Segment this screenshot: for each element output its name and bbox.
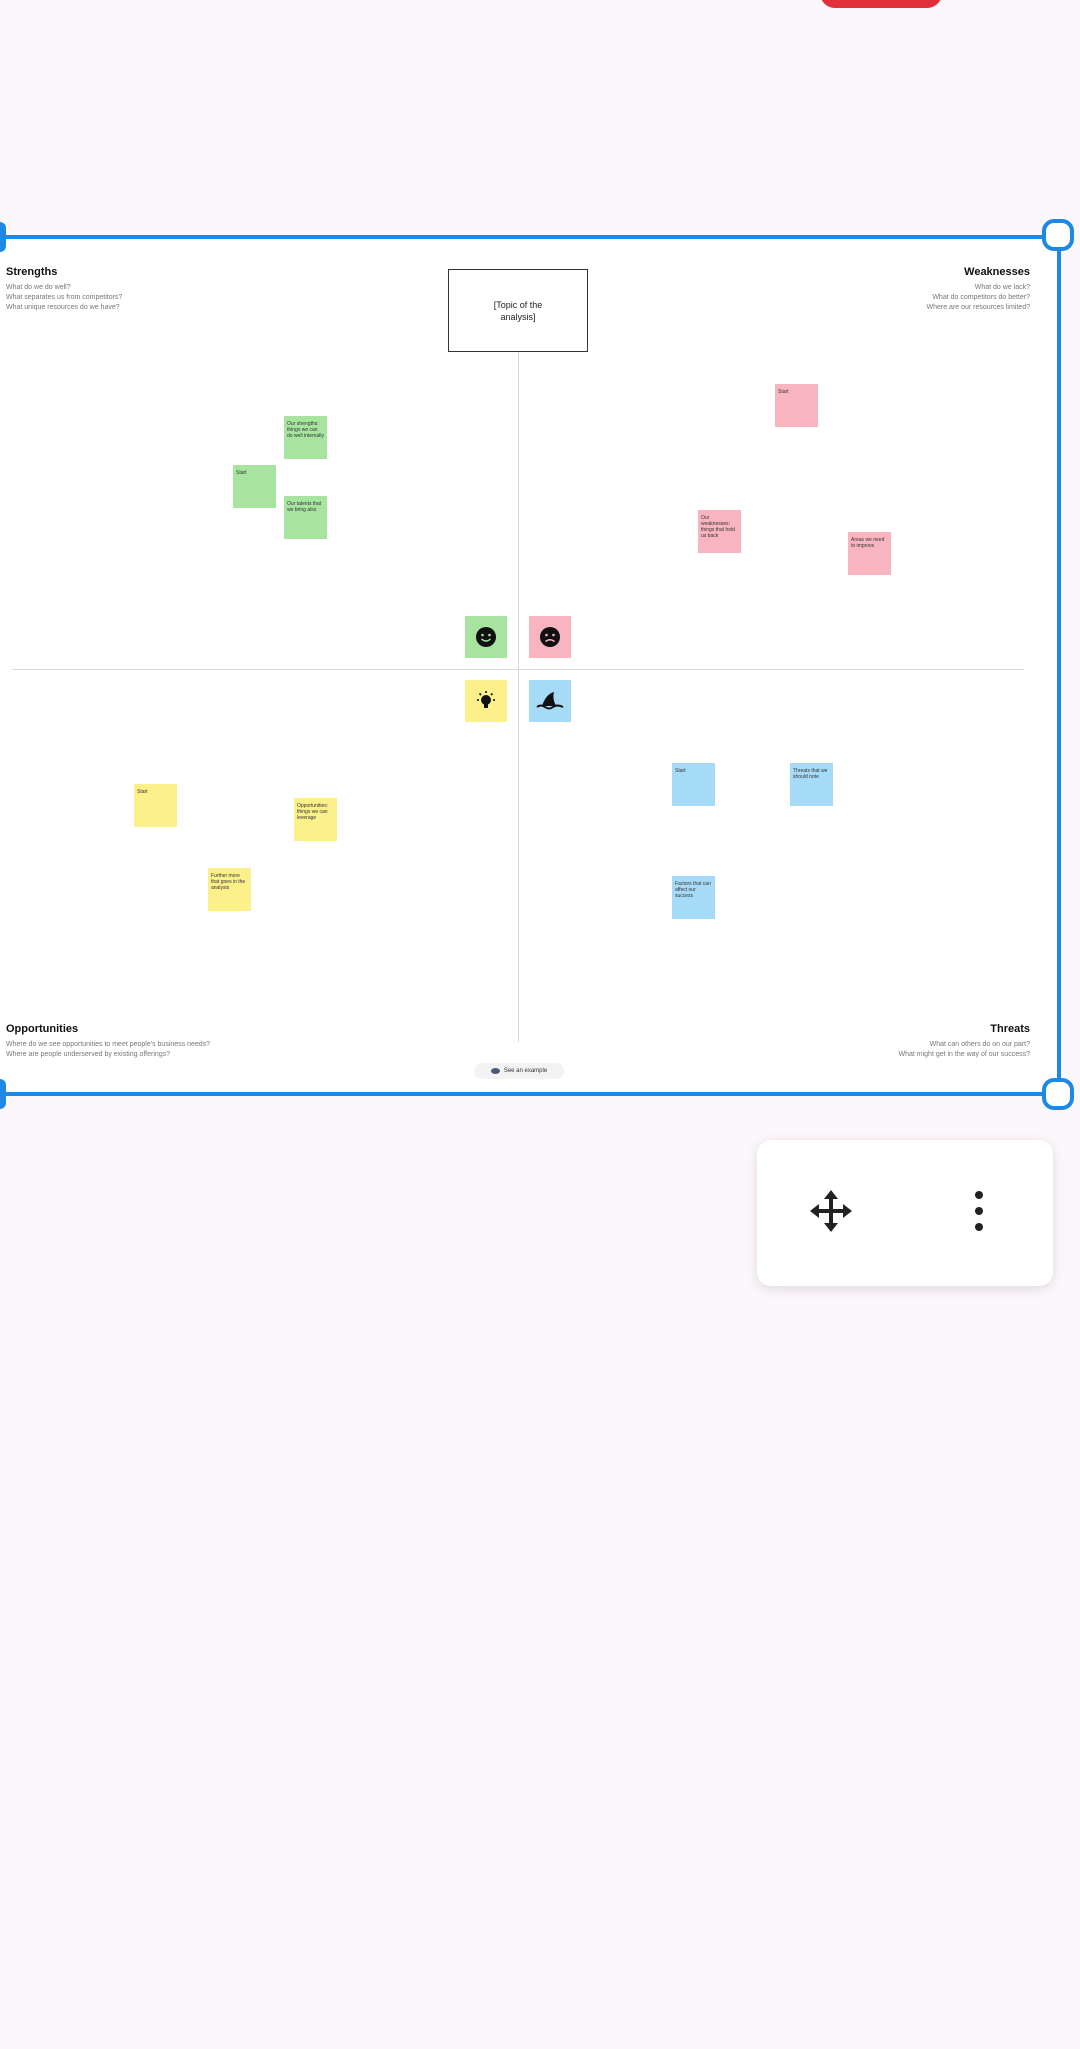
shark-fin-icon: [529, 680, 571, 722]
sticky-note-blue[interactable]: Start: [672, 763, 715, 806]
sticky-note-blue[interactable]: Threats that we should note: [790, 763, 833, 806]
vertical-axis: [518, 350, 519, 1042]
weaknesses-title: Weaknesses: [964, 266, 1030, 278]
sticky-note-pink[interactable]: Areas we need to improve: [848, 532, 891, 575]
selection-border-bottom: [0, 1092, 1059, 1096]
more-vertical-icon: [973, 1189, 985, 1238]
sticky-note-yellow[interactable]: Further more that goes in the analysis: [208, 868, 251, 911]
happy-face-icon: [465, 616, 507, 658]
strengths-subtitle: What do we do well? What separates us fr…: [6, 284, 123, 311]
strengths-title: Strengths: [6, 266, 58, 278]
threats-title: Threats: [990, 1023, 1030, 1035]
sticky-note-yellow[interactable]: Opportunities: things we can leverage: [294, 798, 337, 841]
sticky-note-green[interactable]: Our talents that we bring also: [284, 496, 327, 539]
sticky-note-pink[interactable]: Start: [775, 384, 818, 427]
sticky-note-blue[interactable]: Factors that can affect our success: [672, 876, 715, 919]
threats-subtitle: What can others do on our part? What mig…: [898, 1041, 1030, 1058]
resize-handle-bottom-right[interactable]: [1042, 1078, 1074, 1110]
selection-border-right: [1057, 237, 1061, 1095]
see-example-button[interactable]: See an example: [474, 1063, 564, 1079]
sad-face-icon: [529, 616, 571, 658]
resize-handle-top-left[interactable]: [0, 222, 6, 252]
opportunities-subtitle: Where do we see opportunities to meet pe…: [6, 1041, 211, 1058]
top-action-pill[interactable]: [820, 0, 942, 8]
sticky-note-green[interactable]: Start: [233, 465, 276, 508]
sticky-note-green[interactable]: Our strengths: things we can do well int…: [284, 416, 327, 459]
resize-handle-top-right[interactable]: [1042, 219, 1074, 251]
lightbulb-icon: [465, 680, 507, 722]
weaknesses-subtitle: What do we lack? What do competitors do …: [926, 284, 1031, 311]
swot-board[interactable]: [0, 237, 1059, 1095]
eye-icon: [490, 1068, 500, 1074]
resize-handle-bottom-left[interactable]: [0, 1079, 6, 1109]
more-options-button[interactable]: [949, 1183, 1009, 1243]
move-arrows-icon: [808, 1188, 854, 1239]
floating-toolbar: [757, 1140, 1053, 1286]
move-button[interactable]: [801, 1183, 861, 1243]
sticky-note-yellow[interactable]: Start: [134, 784, 177, 827]
topic-text: [Topic of the analysis]: [493, 299, 543, 322]
selection-border-top: [0, 235, 1059, 239]
sticky-note-pink[interactable]: Our weaknesses: things that hold us back: [698, 510, 741, 553]
see-example-label: See an example: [503, 1068, 548, 1074]
topic-box[interactable]: [Topic of the analysis]: [448, 269, 588, 352]
opportunities-title: Opportunities: [6, 1023, 79, 1035]
